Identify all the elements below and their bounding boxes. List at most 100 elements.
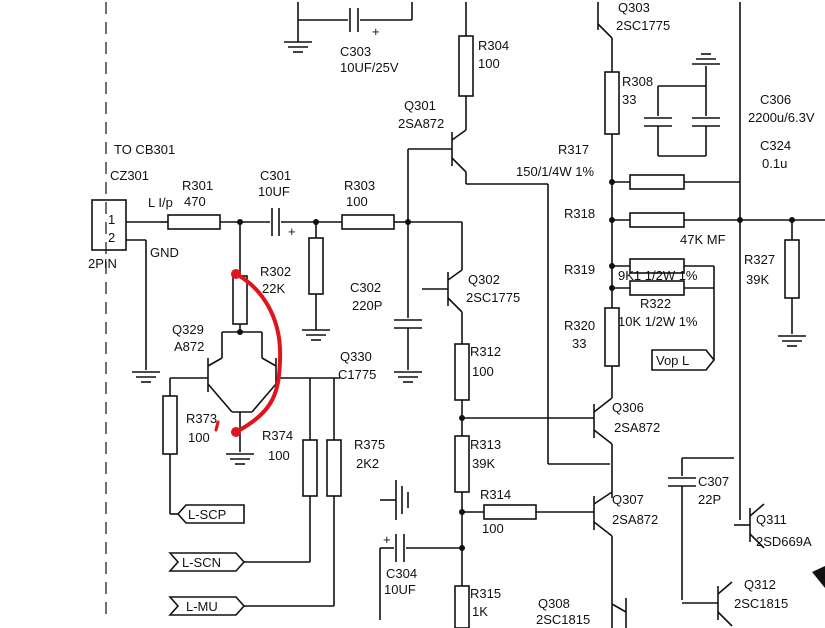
ground-symbol	[692, 53, 720, 65]
label-c303-plus: +	[372, 24, 380, 39]
label-q307: Q307	[612, 492, 644, 507]
label-r318: R318	[564, 206, 595, 221]
tag-vopl	[651, 349, 716, 371]
label-r303: R303	[344, 178, 375, 193]
junction-dot	[789, 217, 795, 223]
label-r318-value: 47K MF	[680, 232, 726, 247]
ground-symbol	[226, 453, 254, 465]
label-c304-plus: +	[383, 532, 391, 547]
label-r302: R302	[260, 264, 291, 279]
label-q306: Q306	[612, 400, 644, 415]
label-q311-value: 2SD669A	[756, 534, 812, 549]
label-r373-value: 100	[188, 430, 210, 445]
label-r315-value: 1K	[472, 604, 488, 619]
junction-dot	[609, 217, 615, 223]
label-q311: Q311	[756, 512, 787, 527]
label-c306-value: 2200u/6.3V	[748, 110, 815, 125]
label-c324: C324	[760, 138, 791, 153]
label-c301-plus: +	[288, 224, 296, 239]
label-q303: Q303	[618, 0, 650, 15]
transistor-q302	[422, 269, 463, 313]
resistor-r375	[326, 439, 342, 497]
ground-symbol	[302, 329, 330, 341]
label-2pin: 2PIN	[88, 256, 117, 271]
partial-component-right-edge	[812, 566, 825, 588]
label-c304-value: 10UF	[384, 582, 416, 597]
resistor-r374	[302, 439, 318, 497]
resistor-r303	[341, 214, 395, 230]
label-q330-value: C1775	[338, 367, 376, 382]
label-r319: R319	[564, 262, 595, 277]
label-pin1: 1	[108, 212, 115, 227]
label-r314: R314	[480, 487, 511, 502]
label-q306-value: 2SA872	[614, 420, 660, 435]
label-r308-value: 33	[622, 92, 636, 107]
label-r320-value: 33	[572, 336, 586, 351]
label-lscp: L-SCP	[188, 507, 226, 522]
transistor-q330	[251, 357, 340, 413]
label-r319-value: 9K1 1/2W 1%	[618, 268, 698, 283]
red-annotation-tick	[214, 420, 220, 432]
resistor-r314	[483, 504, 537, 520]
label-r303-value: 100	[346, 194, 368, 209]
resistor-r315	[454, 585, 470, 628]
label-r317-value: 150/1/4W 1%	[516, 164, 594, 179]
label-c306: C306	[760, 92, 791, 107]
label-q308-value: 2SC1815	[536, 612, 590, 627]
junction-dot	[737, 217, 743, 223]
transistor-q306	[593, 397, 613, 445]
label-c302-value: 220P	[352, 298, 382, 313]
junction-dot	[609, 263, 615, 269]
resistor-r308	[604, 71, 620, 135]
red-annotation-dot-bottom	[231, 427, 241, 437]
label-r312-value: 100	[472, 364, 494, 379]
label-vopl: Vop L	[656, 353, 689, 368]
label-q312-value: 2SC1815	[734, 596, 788, 611]
label-q303-value: 2SC1775	[616, 18, 670, 33]
label-r302-value: 22K	[262, 281, 285, 296]
tag-lscn	[168, 552, 246, 572]
label-q301: Q301	[404, 98, 436, 113]
transistor-q329	[170, 357, 233, 413]
label-lmu: L-MU	[186, 599, 218, 614]
resistor-r304	[458, 35, 474, 97]
label-c301: C301	[260, 168, 291, 183]
resistor-r301	[167, 214, 221, 230]
connector-cz301	[91, 2, 160, 620]
label-r314-value: 100	[482, 521, 504, 536]
resistor-shunt	[308, 237, 324, 295]
label-lscn: L-SCN	[182, 555, 221, 570]
transistor-q308	[611, 598, 627, 628]
label-q302: Q302	[468, 272, 500, 287]
label-q312: Q312	[744, 577, 776, 592]
transistor-q307	[593, 491, 613, 537]
transistor-q303	[597, 2, 613, 39]
transistor-q301	[408, 129, 467, 173]
resistor-r317	[629, 174, 685, 190]
label-r304: R304	[478, 38, 509, 53]
tag-lmu	[168, 596, 246, 616]
label-r301: R301	[182, 178, 213, 193]
label-r322-value: 10K 1/2W 1%	[618, 314, 698, 329]
red-annotation-dot-top	[231, 269, 241, 279]
red-annotation-stroke	[234, 272, 283, 434]
label-q329-value: A872	[174, 339, 204, 354]
label-q308: Q308	[538, 596, 570, 611]
label-c304: C304	[386, 566, 417, 581]
label-r374: R374	[262, 428, 293, 443]
resistor-r322	[629, 280, 685, 296]
label-c324-value: 0.1u	[762, 156, 787, 171]
junction-dot	[459, 545, 465, 551]
ground-symbol	[284, 41, 312, 53]
label-q307-value: 2SA872	[612, 512, 658, 527]
label-r373: R373	[186, 411, 217, 426]
label-r320: R320	[564, 318, 595, 333]
label-r327-value: 39K	[746, 272, 769, 287]
label-r308: R308	[622, 74, 653, 89]
label-r312: R312	[470, 344, 501, 359]
label-r375-value: 2K2	[356, 456, 379, 471]
label-gnd: GND	[150, 245, 179, 260]
label-c301-value: 10UF	[258, 184, 290, 199]
label-c303-value: 10UF/25V	[340, 60, 399, 75]
label-cz301: CZ301	[110, 168, 149, 183]
